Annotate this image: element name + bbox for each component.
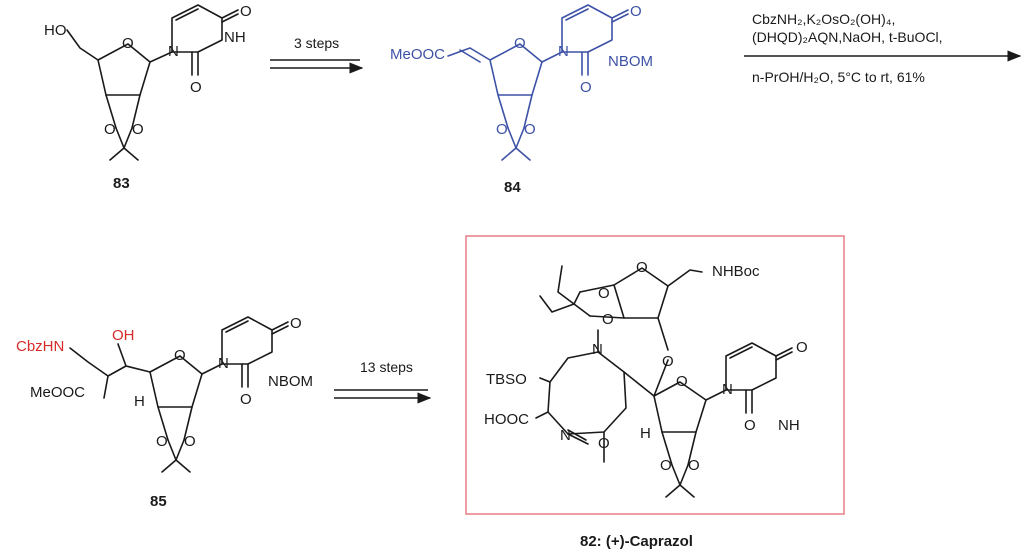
c82-nh: NH [778,417,800,434]
c84-o-carbonyl2: O [580,79,592,96]
c82-n-upper: N [592,341,603,358]
c82-o-carbonyl2: O [744,417,756,434]
c83-o-acetal2: O [132,121,144,138]
c85-n: N [218,355,229,372]
arrow-3-steps: 3 steps [270,35,364,74]
c83-nh: NH [224,29,246,46]
compound-84: MeOOC O N NBOM O O O O 84 [390,3,653,196]
c82-o-acetal-b: O [602,311,614,328]
c85-meooc: MeOOC [30,384,85,401]
c82-hooc: HOOC [484,411,529,428]
c85-nbom: NBOM [268,373,313,390]
compound-82: NHBoc O O O O N TBSO HOOC N O H O N NH O… [465,235,845,550]
compound-83: HO O N NH O O O O 83 [44,3,252,192]
c85-oh: OH [112,327,135,344]
c83-n: N [168,43,179,60]
c85-o-acetal2: O [184,433,196,450]
c82-o-acetal-a: O [598,285,610,302]
c84-o-ring: O [514,35,526,52]
c83-o-carbonyl1: O [240,3,252,20]
c85-o-carbonyl2: O [240,391,252,408]
arrow-aminohydroxylation: CbzNH₂,K₂OsO₂(OH)₄, (DHQD)₂AQN,NaOH, t-B… [744,11,1022,85]
compound-85-label: 85 [150,493,167,510]
arrow3-text: 13 steps [360,359,413,375]
c84-o-acetal2: O [524,121,536,138]
c82-nhboc: NHBoc [712,263,760,280]
c84-nbom: NBOM [608,53,653,70]
c82-h: H [640,425,651,442]
c84-o-carbonyl1: O [630,3,642,20]
c84-o-acetal1: O [496,121,508,138]
product-box [465,235,845,515]
c84-n: N [558,43,569,60]
c83-o-acetal1: O [104,121,116,138]
c83-o-carbonyl2: O [190,79,202,96]
c84-meooc: MeOOC [390,46,445,63]
c82-o-acetal1: O [660,457,672,474]
c85-o-acetal1: O [156,433,168,450]
arrow2-line2: (DHQD)₂AQN,NaOH, t-BuOCl, [752,29,943,45]
compound-83-label: 83 [113,175,130,192]
compound-84-label: 84 [504,179,521,196]
compound-82-label: 82: (+)-Caprazol [580,533,693,550]
c85-o-ring: O [174,347,186,364]
c82-o-lactam: O [598,435,610,452]
c83-o-ring: O [122,35,134,52]
arrow2-line1: CbzNH₂,K₂OsO₂(OH)₄, [752,11,895,27]
c85-h: H [134,393,145,410]
arrow-13-steps: 13 steps [334,359,432,404]
c82-n-uracil: N [722,381,733,398]
c82-o-ring1: O [636,259,648,276]
c82-o-acetal2: O [688,457,700,474]
c82-o-carbonyl1: O [796,339,808,356]
c85-cbzhn: CbzHN [16,338,64,355]
arrow1-text: 3 steps [294,35,339,51]
compound-85: CbzHN OH MeOOC H O N NBOM O O O O 85 [16,315,313,510]
c82-o-ether: O [662,353,674,370]
c83-ho: HO [44,22,67,39]
arrow2-line3: n-PrOH/H₂O, 5°C to rt, 61% [752,69,925,85]
c82-tbso: TBSO [486,371,527,388]
c82-n-lower: N [560,427,571,444]
c82-o-ring2: O [676,373,688,390]
c85-o-carbonyl1: O [290,315,302,332]
